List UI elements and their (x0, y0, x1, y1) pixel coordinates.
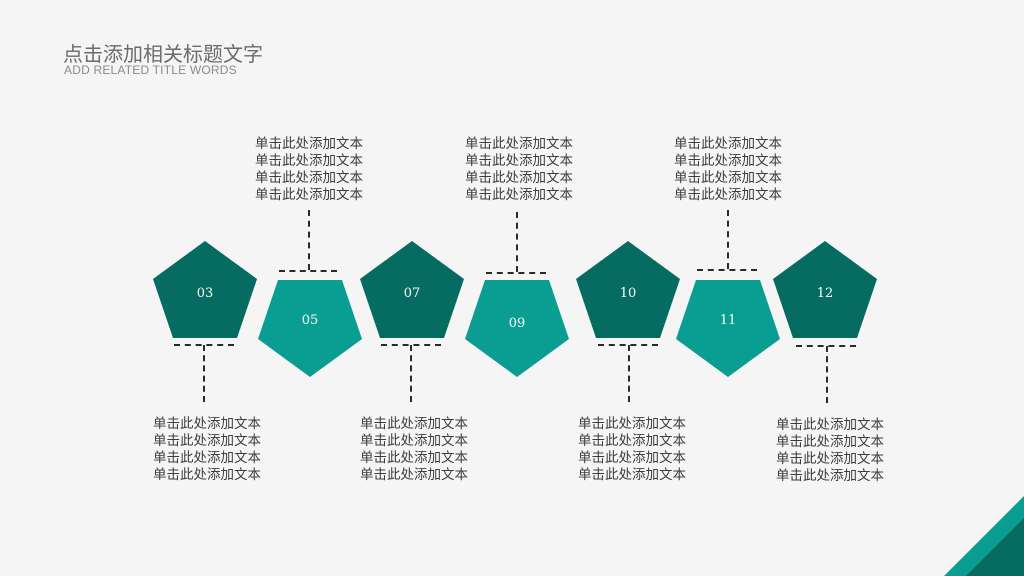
connector-bottom-12-v (826, 346, 828, 403)
text-line: 单击此处添加文本 (153, 433, 261, 449)
text-block-top-11: 单击此处添加文本 单击此处添加文本 单击此处添加文本 单击此处添加文本 (663, 136, 793, 204)
page-subtitle: ADD RELATED TITLE WORDS (64, 63, 237, 77)
text-block-bottom-03: 单击此处添加文本 单击此处添加文本 单击此处添加文本 单击此处添加文本 (142, 416, 272, 484)
text-line: 单击此处添加文本 (465, 136, 573, 152)
text-block-bottom-12: 单击此处添加文本 单击此处添加文本 单击此处添加文本 单击此处添加文本 (765, 417, 895, 485)
text-line: 单击此处添加文本 (674, 136, 782, 152)
pentagon-up-shape (773, 241, 877, 338)
text-line: 单击此处添加文本 (153, 467, 261, 483)
node-label: 05 (301, 313, 319, 328)
text-line: 单击此处添加文本 (465, 187, 573, 203)
connector-top-05-h (279, 270, 337, 272)
node-07: 07 (360, 241, 464, 341)
node-03: 03 (153, 241, 257, 341)
text-line: 单击此处添加文本 (255, 136, 363, 152)
text-line: 单击此处添加文本 (255, 153, 363, 169)
text-line: 单击此处添加文本 (360, 433, 468, 449)
connector-top-09-v (516, 212, 518, 272)
pentagon-up-shape (360, 241, 464, 338)
pentagon-up-shape (153, 241, 257, 338)
node-09: 09 (465, 279, 569, 379)
node-label: 03 (196, 286, 214, 301)
connector-bottom-10-v (628, 345, 630, 402)
text-line: 单击此处添加文本 (776, 434, 884, 450)
text-line: 单击此处添加文本 (674, 187, 782, 203)
text-line: 单击此处添加文本 (578, 433, 686, 449)
text-line: 单击此处添加文本 (578, 416, 686, 432)
text-line: 单击此处添加文本 (255, 170, 363, 186)
connector-top-09-h (486, 272, 546, 274)
text-line: 单击此处添加文本 (255, 187, 363, 203)
text-line: 单击此处添加文本 (360, 450, 468, 466)
pentagon-down-shape (676, 280, 780, 377)
text-block-top-09: 单击此处添加文本 单击此处添加文本 单击此处添加文本 单击此处添加文本 (454, 136, 584, 204)
text-line: 单击此处添加文本 (776, 417, 884, 433)
connector-top-11-v (727, 210, 729, 269)
text-block-bottom-07: 单击此处添加文本 单击此处添加文本 单击此处添加文本 单击此处添加文本 (349, 416, 479, 484)
corner-decoration (944, 496, 1024, 576)
page-title: 点击添加相关标题文字 (63, 42, 263, 66)
text-block-top-05: 单击此处添加文本 单击此处添加文本 单击此处添加文本 单击此处添加文本 (244, 136, 374, 204)
connector-bottom-07-v (410, 345, 412, 402)
text-line: 单击此处添加文本 (674, 153, 782, 169)
pentagon-down-shape (258, 280, 362, 377)
text-line: 单击此处添加文本 (465, 170, 573, 186)
node-11: 11 (676, 279, 780, 379)
node-10: 10 (576, 241, 680, 341)
node-label: 12 (816, 286, 834, 301)
text-line: 单击此处添加文本 (153, 450, 261, 466)
node-05: 05 (258, 279, 362, 379)
connector-bottom-03-v (203, 345, 205, 402)
text-line: 单击此处添加文本 (465, 153, 573, 169)
node-label: 11 (719, 313, 737, 328)
pentagon-down-shape (465, 280, 569, 377)
node-label: 07 (403, 286, 421, 301)
pentagon-up-shape (576, 241, 680, 338)
connector-top-11-h (697, 269, 757, 271)
node-12: 12 (773, 241, 877, 341)
text-line: 单击此处添加文本 (776, 451, 884, 467)
text-line: 单击此处添加文本 (153, 416, 261, 432)
text-line: 单击此处添加文本 (578, 450, 686, 466)
text-block-bottom-10: 单击此处添加文本 单击此处添加文本 单击此处添加文本 单击此处添加文本 (567, 416, 697, 484)
text-line: 单击此处添加文本 (360, 467, 468, 483)
node-label: 09 (508, 316, 526, 331)
text-line: 单击此处添加文本 (578, 467, 686, 483)
node-label: 10 (619, 286, 637, 301)
text-line: 单击此处添加文本 (674, 170, 782, 186)
text-line: 单击此处添加文本 (776, 468, 884, 484)
text-line: 单击此处添加文本 (360, 416, 468, 432)
connector-top-05-v (308, 210, 310, 270)
